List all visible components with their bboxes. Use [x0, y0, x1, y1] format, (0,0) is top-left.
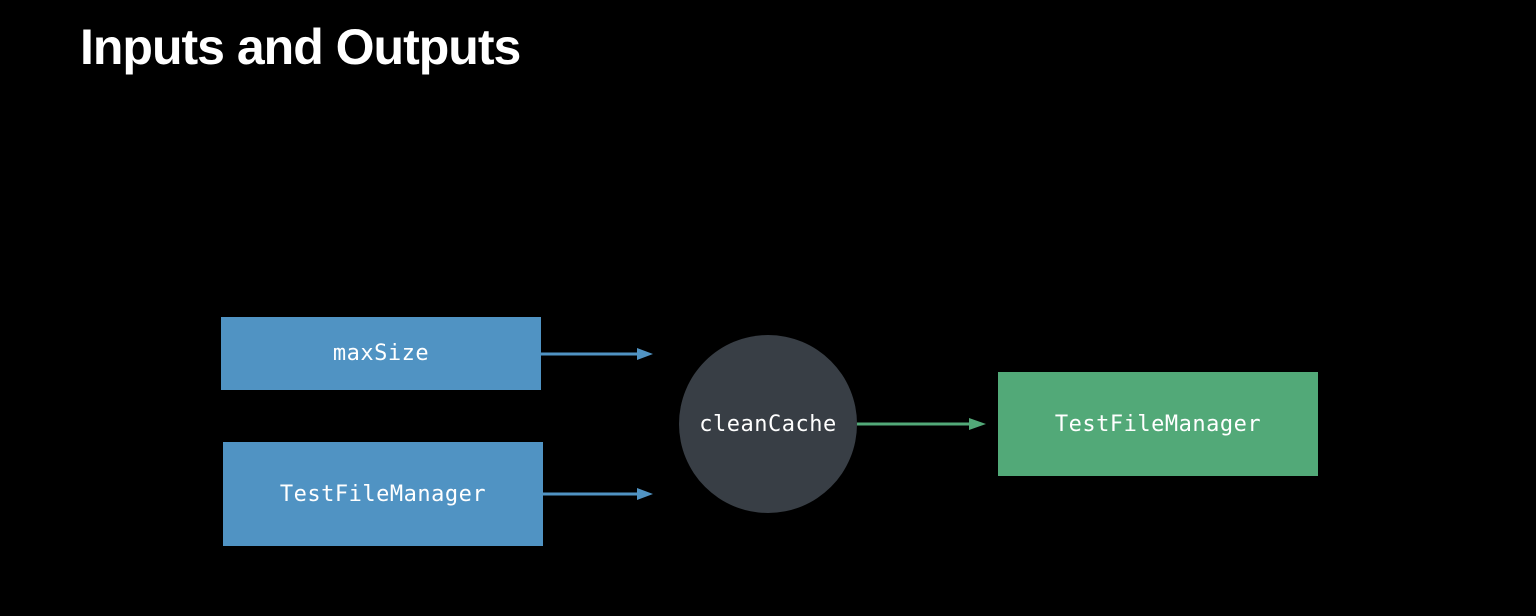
process-label: cleanCache — [699, 411, 837, 437]
arrowhead — [637, 348, 653, 360]
input-arrow-maxsize — [541, 348, 653, 360]
output-arrow — [857, 418, 986, 430]
input-box-testfilemanager: TestFileManager — [223, 442, 543, 546]
input-label: TestFileManager — [279, 481, 487, 507]
output-box-testfilemanager: TestFileManager — [998, 372, 1318, 476]
input-label: maxSize — [332, 341, 430, 366]
input-box-maxsize: maxSize — [221, 317, 541, 390]
output-label: TestFileManager — [1054, 411, 1262, 437]
arrowhead — [637, 488, 653, 500]
slide-title: Inputs and Outputs — [80, 19, 521, 75]
arrowhead — [969, 418, 986, 430]
input-arrow-testfilemanager — [543, 488, 653, 500]
process-circle-cleancache: cleanCache — [679, 335, 857, 513]
